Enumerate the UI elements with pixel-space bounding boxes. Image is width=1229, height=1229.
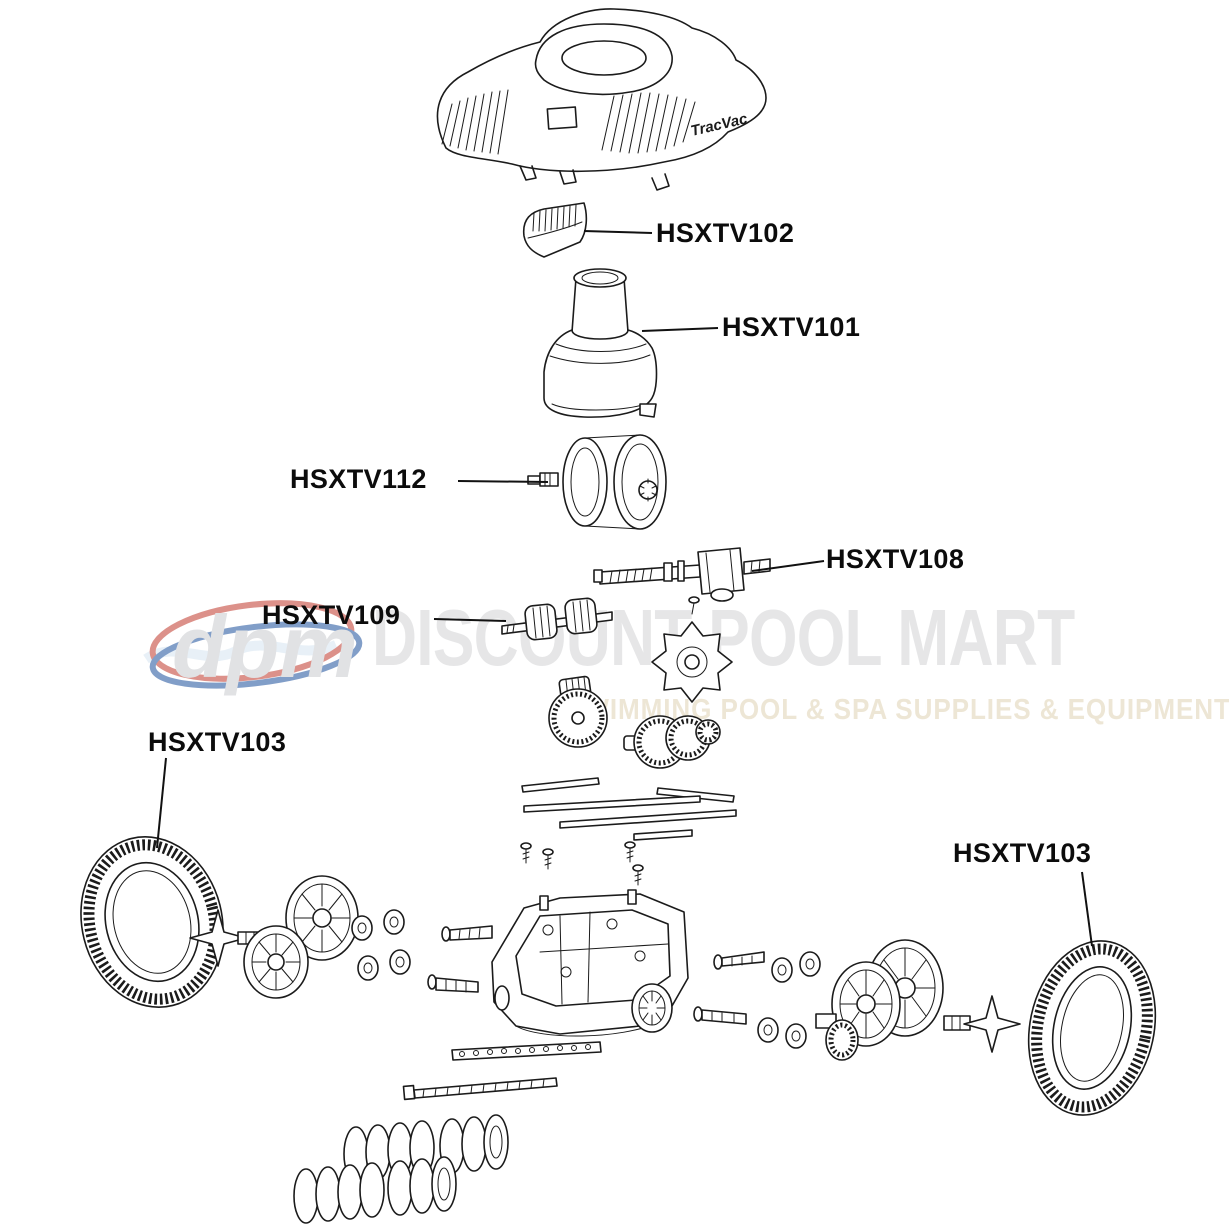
right-vent-grille — [601, 92, 696, 154]
leader-lines — [156, 230, 1093, 947]
logo-red-ring — [149, 600, 355, 682]
chassis-rear-wheel — [631, 983, 673, 1033]
screws — [520, 841, 644, 886]
gear-cluster — [548, 621, 733, 769]
left-wheels — [243, 875, 359, 999]
left-vent-grille — [441, 89, 509, 155]
logo-blue-ring — [149, 621, 363, 689]
chassis-body — [491, 889, 689, 1037]
axle-rods — [521, 777, 737, 841]
part-hsxtv108-shaft — [593, 547, 771, 615]
part-hsxtv109-roller — [501, 597, 613, 641]
chain-strip — [451, 1041, 602, 1061]
top-housing-part: TracVac — [436, 8, 767, 191]
dpm-logo: dpm — [143, 597, 363, 696]
part-label-hsxtv108: HSXTV108 — [826, 544, 965, 574]
part-hsxtv112-turbine — [527, 434, 667, 530]
right-drive-spoke — [943, 995, 1021, 1053]
left-bushings — [351, 909, 411, 981]
left-bolts — [427, 925, 493, 993]
housing-badge — [546, 106, 578, 130]
right-bushings — [757, 951, 821, 1049]
part-label-hsxtv101: HSXTV101 — [722, 312, 861, 342]
part-hsxtv103-track-right — [1027, 940, 1157, 1116]
part-hsxtv101-funnel — [543, 268, 658, 418]
threaded-rod — [402, 1077, 558, 1101]
part-label-hsxtv109: HSXTV109 — [262, 600, 401, 630]
part-hsxtv103-track-left — [80, 836, 224, 1008]
right-wheels — [815, 939, 944, 1061]
part-label-hsxtv102: HSXTV102 — [656, 218, 795, 248]
part-hsxtv102-flap — [522, 202, 588, 258]
right-bolts — [693, 951, 765, 1025]
part-label-hsxtv103-right: HSXTV103 — [953, 838, 1092, 868]
part-label-hsxtv103-left: HSXTV103 — [148, 727, 287, 757]
logo-splash — [143, 640, 339, 664]
logo-text: dpm — [172, 597, 358, 696]
brush-roller-row-2 — [293, 1156, 457, 1224]
part-label-hsxtv112: HSXTV112 — [290, 464, 427, 494]
